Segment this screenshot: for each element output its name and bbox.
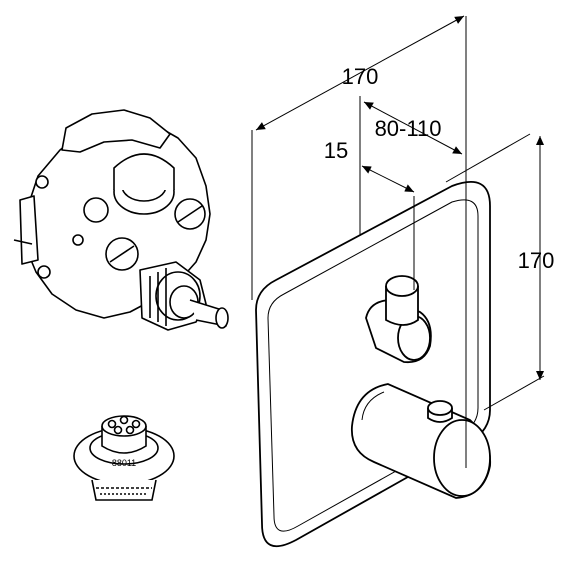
thermostat-knob <box>351 383 492 499</box>
cartridge-part <box>73 415 175 501</box>
dimension-label-projection: 80-110 <box>375 116 442 141</box>
dimension-label-handle-offset: 15 <box>324 138 348 163</box>
dimension-label-overall-width: 170 <box>342 64 379 89</box>
dimension-label-overall-height: 170 <box>518 248 555 273</box>
dimension-lines <box>251 15 545 468</box>
cartridge-label: 88011 <box>112 458 136 468</box>
concealed-valve-body <box>13 109 229 331</box>
diverter-handle <box>365 275 432 364</box>
